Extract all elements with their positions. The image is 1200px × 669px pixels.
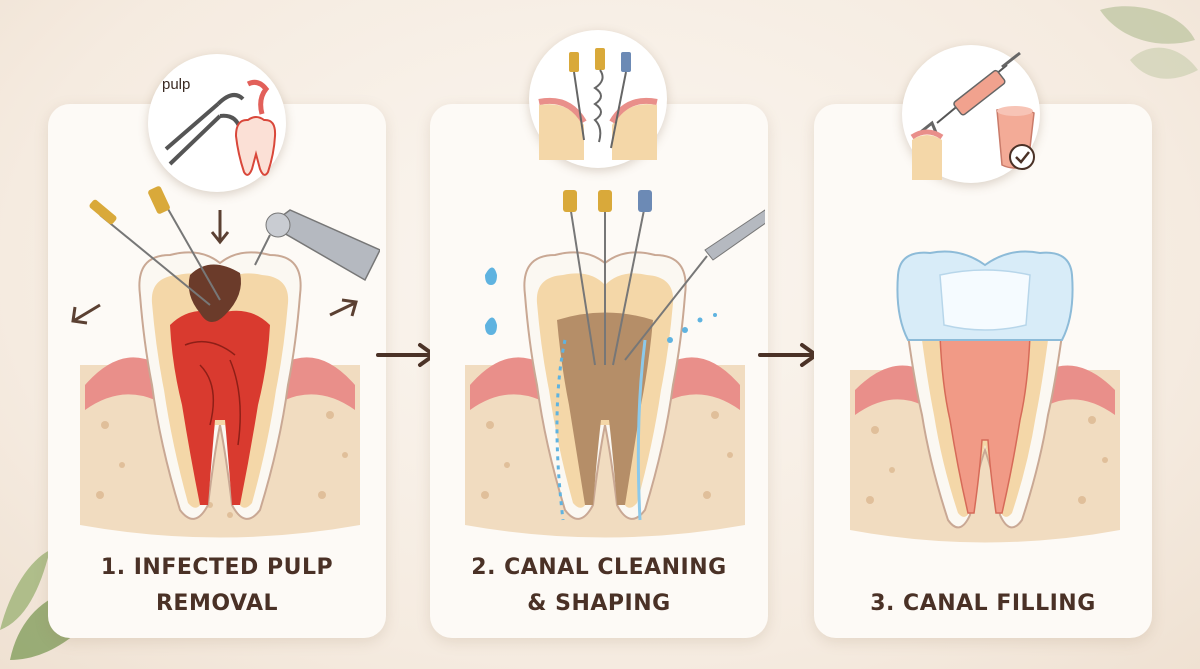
step-title: 3. CANAL FILLING	[870, 591, 1096, 616]
step1-detail-bubble: pulp	[148, 54, 286, 192]
infected-tooth-icon	[234, 79, 277, 176]
canal-cleaning-illustration	[465, 190, 765, 538]
arrow-right-icon	[758, 343, 820, 367]
pulp-label: pulp	[162, 76, 191, 93]
leaf-decoration	[1100, 6, 1198, 79]
syringe-icon	[916, 51, 1021, 137]
step3-detail-bubble	[902, 45, 1040, 183]
arrow-right-icon	[376, 343, 438, 367]
step2-detail-bubble	[529, 30, 667, 168]
step-title: 2. CANAL CLEANING & SHAPING	[471, 555, 727, 616]
infected-tooth-illustration	[71, 186, 380, 538]
step-title: 1. INFECTED PULP REMOVAL	[100, 555, 334, 616]
forceps-icon	[164, 93, 245, 166]
checkmark-icon	[1009, 144, 1035, 170]
filled-tooth-illustration	[850, 250, 1120, 543]
endodontic-files-icon	[538, 48, 658, 160]
